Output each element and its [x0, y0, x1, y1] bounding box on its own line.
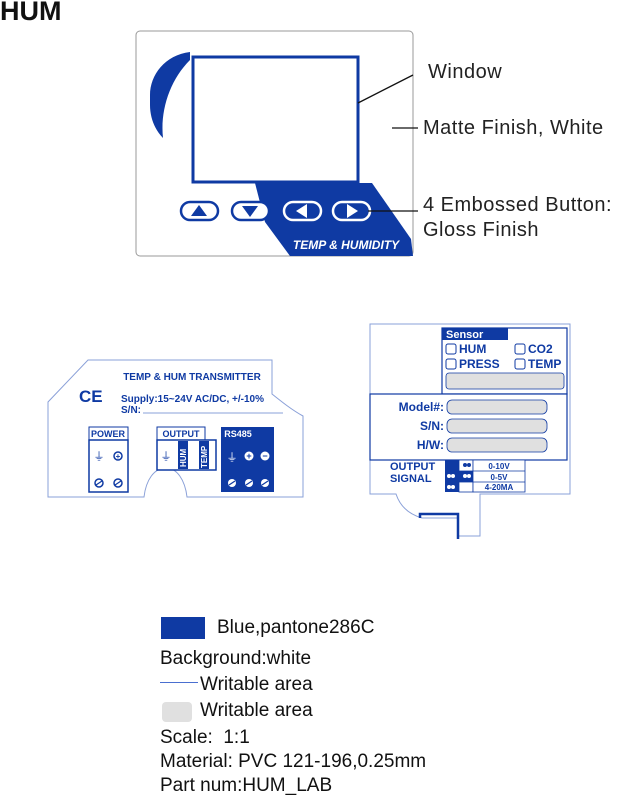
sensor-label-drawing: Sensor HUM CO2 PRESS TEMP Model#: S/N: H… — [369, 323, 571, 539]
window-callout: Window — [428, 61, 503, 83]
option-temp: TEMP — [528, 357, 561, 371]
sensor-header-bar — [442, 328, 508, 340]
power-block: POWER ⏚ + — [88, 426, 129, 493]
option-hum: HUM — [459, 342, 486, 356]
minus-icon — [260, 451, 270, 461]
page-title: HUM — [0, 0, 62, 26]
plus-icon — [113, 451, 123, 461]
rs485-header: RS485 — [224, 429, 252, 439]
hw-field — [446, 437, 548, 453]
sensor-header: Sensor — [446, 329, 484, 341]
writable-fill-swatch — [162, 702, 192, 722]
ground-icon: ⏚ — [227, 451, 238, 464]
front-label-drawing: TEMP & HUMIDITY — [135, 30, 418, 257]
part-num-text: Part num:HUM_LAB — [160, 775, 333, 796]
blue-swatch — [161, 617, 205, 639]
svg-text:+: + — [246, 451, 251, 461]
triangle-left-icon — [296, 204, 307, 218]
button-callout-line1: 4 Embossed Button: — [423, 194, 613, 216]
model-label: Model#: — [399, 400, 444, 414]
swoosh-logo — [150, 52, 190, 138]
output-block: OUTPUT ⏚ HUM TEMP — [156, 426, 217, 471]
plus-icon — [244, 451, 254, 461]
scale-text: Scale: 1:1 — [160, 727, 250, 748]
down-button — [230, 200, 271, 222]
up-button — [179, 200, 220, 222]
output-signal-line2: SIGNAL — [390, 473, 432, 485]
brand-text: TEMP & HUMIDITY — [293, 238, 400, 252]
writable-line-label: Writable area — [200, 674, 313, 695]
writable-line-swatch — [160, 682, 198, 683]
co2-checkbox — [514, 343, 526, 355]
output-temp-term: TEMP — [200, 445, 209, 468]
button-callout-line2: Gloss Finish — [423, 219, 540, 241]
option-press: PRESS — [459, 357, 500, 371]
sn-label: S/N: — [420, 419, 444, 433]
svg-text:−: − — [262, 451, 267, 461]
temp-checkbox — [514, 358, 526, 370]
triangle-down-icon — [242, 206, 258, 217]
option-co2: CO2 — [528, 342, 553, 356]
display-window — [191, 55, 360, 184]
window-callout-line — [357, 74, 414, 104]
range-0-5v: 0-5V — [491, 473, 509, 482]
background-label: Background:white — [160, 648, 312, 669]
transmitter-title: TEMP & HUM TRANSMITTER — [123, 372, 261, 383]
bracket-line — [418, 512, 460, 539]
material-text: Material: PVC 121-196,0.25mm — [160, 751, 427, 772]
supply-text: Supply:15~24V AC/DC, +/-10% — [121, 394, 264, 405]
svg-text:+: + — [116, 452, 121, 461]
sn-text: S/N: — [121, 405, 141, 416]
signal-selector — [445, 459, 474, 493]
ground-icon: ⏚ — [94, 450, 105, 463]
hum-checkbox — [445, 343, 457, 355]
range-0-10v: 0-10V — [488, 462, 510, 471]
rs485-block: RS485 ⏚ + − — [221, 427, 274, 492]
ground-icon: ⏚ — [161, 450, 172, 463]
left-button — [282, 200, 323, 222]
matte-callout: Matte Finish, White — [423, 117, 604, 139]
output-hum-term: HUM — [179, 448, 188, 467]
model-field — [446, 399, 548, 415]
sn-field — [446, 418, 548, 434]
triangle-right-icon — [347, 204, 358, 218]
signal-range-box — [472, 459, 526, 493]
triangle-up-icon — [191, 205, 207, 216]
writable-fill-label: Writable area — [200, 700, 313, 721]
sensor-writable-area — [445, 372, 565, 390]
ce-mark: CE — [79, 387, 103, 406]
power-header: POWER — [91, 429, 126, 439]
right-button — [331, 200, 372, 222]
output-header: OUTPUT — [163, 429, 201, 439]
press-checkbox — [445, 358, 457, 370]
output-signal-line1: OUTPUT — [390, 461, 436, 473]
hw-label: H/W: — [417, 438, 444, 452]
transmitter-label-drawing: TEMP & HUM TRANSMITTER CE Supply:15~24V … — [47, 359, 304, 498]
blue-swatch-label: Blue,pantone286C — [217, 617, 375, 638]
range-4-20ma: 4-20MA — [485, 483, 514, 492]
